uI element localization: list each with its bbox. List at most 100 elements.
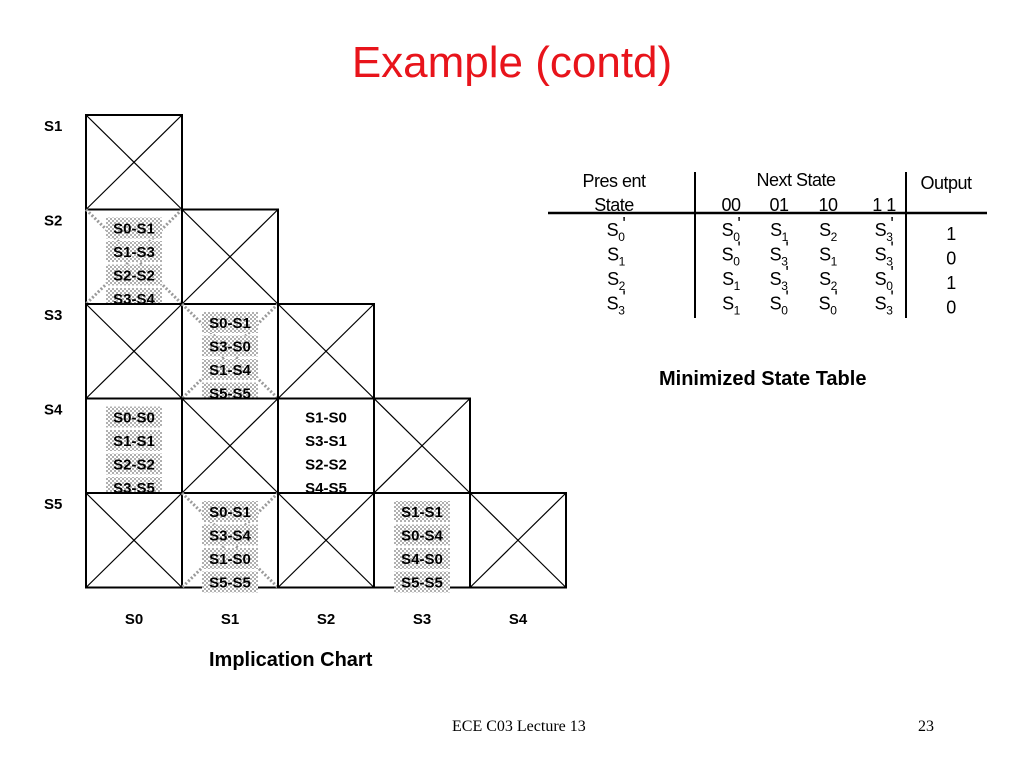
chart-cell-s5-s0: [85, 492, 183, 589]
output-cell: 1: [946, 273, 956, 293]
pair-shading: [202, 548, 258, 569]
implied-pair: S0-S1: [209, 504, 251, 521]
implied-pair: S2-S2: [113, 268, 155, 285]
next-state-cell: S0': [875, 263, 894, 293]
pair-shading: [202, 524, 258, 546]
cross-line: [180, 302, 280, 400]
state-table-caption: Minimized State Table: [659, 368, 867, 390]
implied-pair: S1-S1: [401, 504, 443, 521]
pair-shading: [106, 406, 162, 428]
header-present: Pres ent: [582, 171, 646, 191]
row-label-s4: S4: [44, 402, 63, 419]
cross-line: [85, 114, 183, 210]
row-label-s2: S2: [44, 213, 62, 230]
next-state-cell: S3': [875, 214, 894, 244]
pair-shading: [106, 453, 162, 475]
pair-shading: [394, 571, 450, 593]
chart-cell-s2-s1: [181, 208, 279, 305]
cross-line: [84, 208, 184, 306]
pair-shading: [202, 335, 258, 357]
implied-pair: S1-S4: [209, 362, 251, 379]
cross-line: [181, 209, 279, 305]
next-state-cell: S1: [722, 294, 741, 318]
header-next-state: Next State: [756, 170, 836, 190]
implied-pair: S2-S2: [113, 457, 155, 474]
next-state-cell: S1: [770, 220, 789, 244]
cross-line: [277, 303, 375, 399]
cross-line: [277, 492, 375, 588]
implied-pair: S1-S1: [113, 433, 155, 450]
next-state-cell: S1: [819, 245, 838, 269]
next-state-cell: S0': [722, 214, 741, 244]
next-state-cell: S2: [819, 269, 838, 293]
pair-shading: [202, 359, 258, 380]
implication-chart-caption: Implication Chart: [209, 649, 373, 671]
col-label-s1: S1: [221, 611, 239, 628]
implied-pair: S0-S0: [113, 410, 155, 427]
header-input-2: 10: [818, 195, 838, 215]
pair-shading: [394, 524, 450, 546]
header-output: Output: [920, 173, 972, 193]
chart-cell-s3-s2: [277, 303, 375, 400]
implied-pair: S1-S3: [113, 244, 155, 261]
next-state-cell: S3': [875, 239, 894, 269]
chart-cell-s4-s1: [181, 397, 279, 494]
slide-title: Example (contd): [351, 38, 673, 87]
implied-pair: S1-S0: [305, 410, 347, 427]
header-input-0: 00: [721, 195, 741, 215]
output-cell: 1: [946, 224, 956, 244]
chart-cell-s1-s0: [85, 114, 183, 211]
implied-pair: S0-S1: [113, 221, 155, 238]
pair-shading: [394, 501, 450, 522]
cross-line: [469, 492, 567, 588]
implied-pair: S5-S5: [401, 575, 443, 592]
chart-cell-s3-s0: [85, 303, 183, 400]
next-state-cell: S3': [770, 239, 789, 269]
present-state-cell: S1: [607, 245, 626, 269]
cross-line: [84, 208, 184, 306]
next-state-cell: S2: [819, 220, 838, 244]
present-state-cell: S0': [607, 214, 626, 244]
implied-pair: S3-S4: [209, 528, 251, 545]
implied-pair: S2-S2: [305, 457, 347, 474]
next-state-cell: S0': [819, 288, 838, 318]
pair-shading: [202, 312, 258, 333]
implied-pair: S0-S4: [401, 528, 443, 545]
implied-pair: S1-S0: [209, 551, 251, 568]
row-label-s3: S3: [44, 307, 62, 324]
col-label-s2: S2: [317, 611, 335, 628]
cross-line: [180, 491, 280, 589]
header-input-3: 1 1: [872, 195, 896, 215]
pair-shading: [106, 430, 162, 451]
pair-shading: [202, 571, 258, 593]
pair-shading: [106, 241, 162, 262]
next-state-cell: S1: [722, 269, 741, 293]
col-label-s0: S0: [125, 611, 143, 628]
pair-shading: [106, 217, 162, 239]
footer-page-number: 23: [918, 718, 934, 735]
implied-pair: S3-S0: [209, 339, 251, 356]
cross-line: [180, 302, 280, 400]
footer-course: ECE C03 Lecture 13: [452, 718, 586, 735]
output-cell: 0: [946, 298, 956, 318]
pair-shading: [394, 548, 450, 569]
chart-cell-s5-s2: [277, 492, 375, 589]
present-state-cell: S3': [607, 288, 626, 318]
cross-line: [181, 398, 279, 494]
col-label-s3: S3: [413, 611, 431, 628]
implied-pair: S0-S1: [209, 315, 251, 332]
chart-cell-s4-s3: [373, 397, 471, 494]
pair-shading: [202, 501, 258, 522]
pair-shading: [106, 264, 162, 286]
col-label-s4: S4: [509, 611, 528, 628]
chart-cell-s5-s4: [469, 492, 567, 589]
next-state-cell: S0': [722, 239, 741, 269]
next-state-cell: S3': [875, 288, 894, 318]
cross-line: [180, 491, 280, 589]
